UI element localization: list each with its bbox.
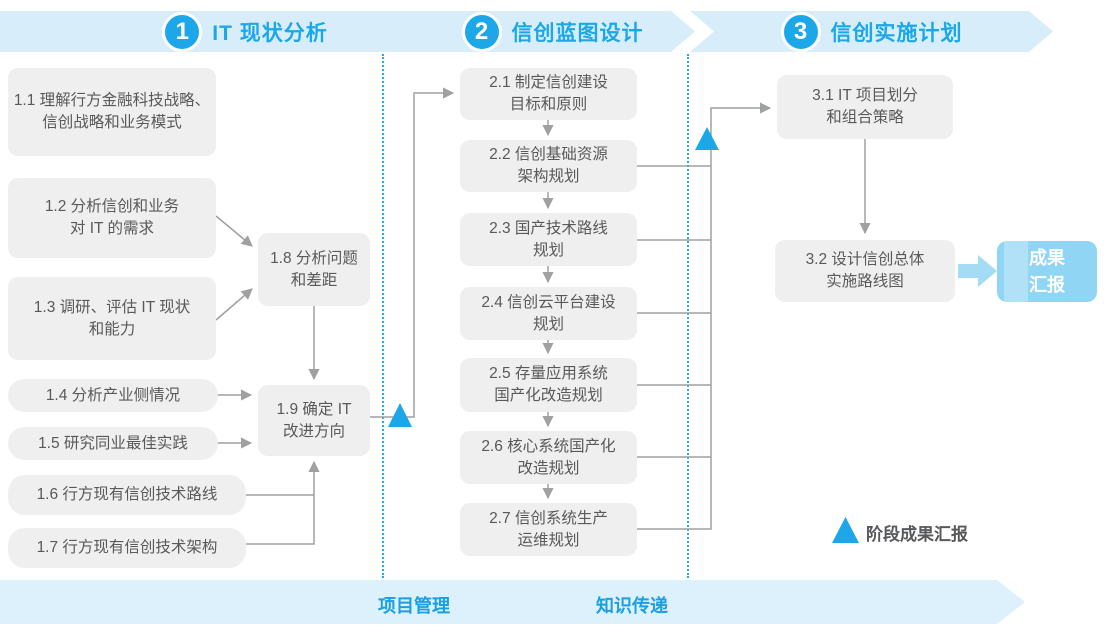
task-box-3-1: 3.1 IT 项目划分 和组合策略 [777,75,953,139]
footer-band [0,580,1025,624]
legend-label: 阶段成果汇报 [866,525,968,544]
task-box-2-7: 2.7 信创系统生产 运维规划 [460,503,637,556]
milestone-triangle-icon [388,403,412,427]
phase-band-1: 1 IT 现状分析 [0,11,440,52]
task-box-2-3: 2.3 国产技术路线 规划 [460,213,637,266]
legend-triangle-icon [832,517,859,543]
task-box-2-4: 2.4 信创云平台建设 规划 [460,287,637,340]
task-box-1-1: 1.1 理解行方金融科技战略、 信创战略和业务模式 [8,68,216,156]
task-box-1-6: 1.6 行方现有信创技术路线 [8,475,246,515]
phase-number: 3 [793,17,808,45]
phase-separator-line [687,54,689,578]
footer-label-project-management: 项目管理 [378,596,450,616]
task-box-2-1: 2.1 制定信创建设 目标和原则 [460,68,637,120]
task-box-1-3: 1.3 调研、评估 IT 现状 和能力 [8,277,216,360]
result-report-label: 成果 汇报 [1029,248,1065,295]
footer-label-knowledge-transfer: 知识传递 [596,596,668,616]
phase-number: 1 [175,17,189,45]
task-box-1-8: 1.8 分析问题 和差距 [258,233,370,306]
task-box-2-6: 2.6 核心系统国产化 改造规划 [460,431,637,484]
result-box-highlight [1004,241,1028,302]
task-box-1-7: 1.7 行方现有信创技术架构 [8,528,246,568]
phase-title: IT 现状分析 [212,21,328,45]
task-box-1-4: 1.4 分析产业侧情况 [8,379,218,412]
phase-title: 信创实施计划 [830,21,963,45]
task-box-2-5: 2.5 存量应用系统 国产化改造规划 [460,358,637,412]
block-arrow-icon [958,255,997,287]
result-report-box: 成果 汇报 [997,241,1097,302]
phase-number-badge: 2 [462,12,502,52]
task-box-1-9: 1.9 确定 IT 改进方向 [258,385,370,456]
phase-number-badge: 1 [162,12,202,52]
phase-number: 2 [474,17,489,45]
phase-band-2: 2 信创蓝图设计 [398,11,695,52]
phase-number-badge: 3 [781,12,821,52]
task-box-2-2: 2.2 信创基础资源 架构规划 [460,140,637,192]
task-box-1-2: 1.2 分析信创和业务 对 IT 的需求 [8,178,216,258]
phase-title: 信创蓝图设计 [511,21,644,45]
task-box-1-5: 1.5 研究同业最佳实践 [8,427,218,460]
task-box-3-2: 3.2 设计信创总体 实施路线图 [775,240,955,302]
phase-separator-line [382,54,384,578]
milestone-triangle-icon [695,127,719,150]
phase-band-3: 3 信创实施计划 [690,11,1053,52]
